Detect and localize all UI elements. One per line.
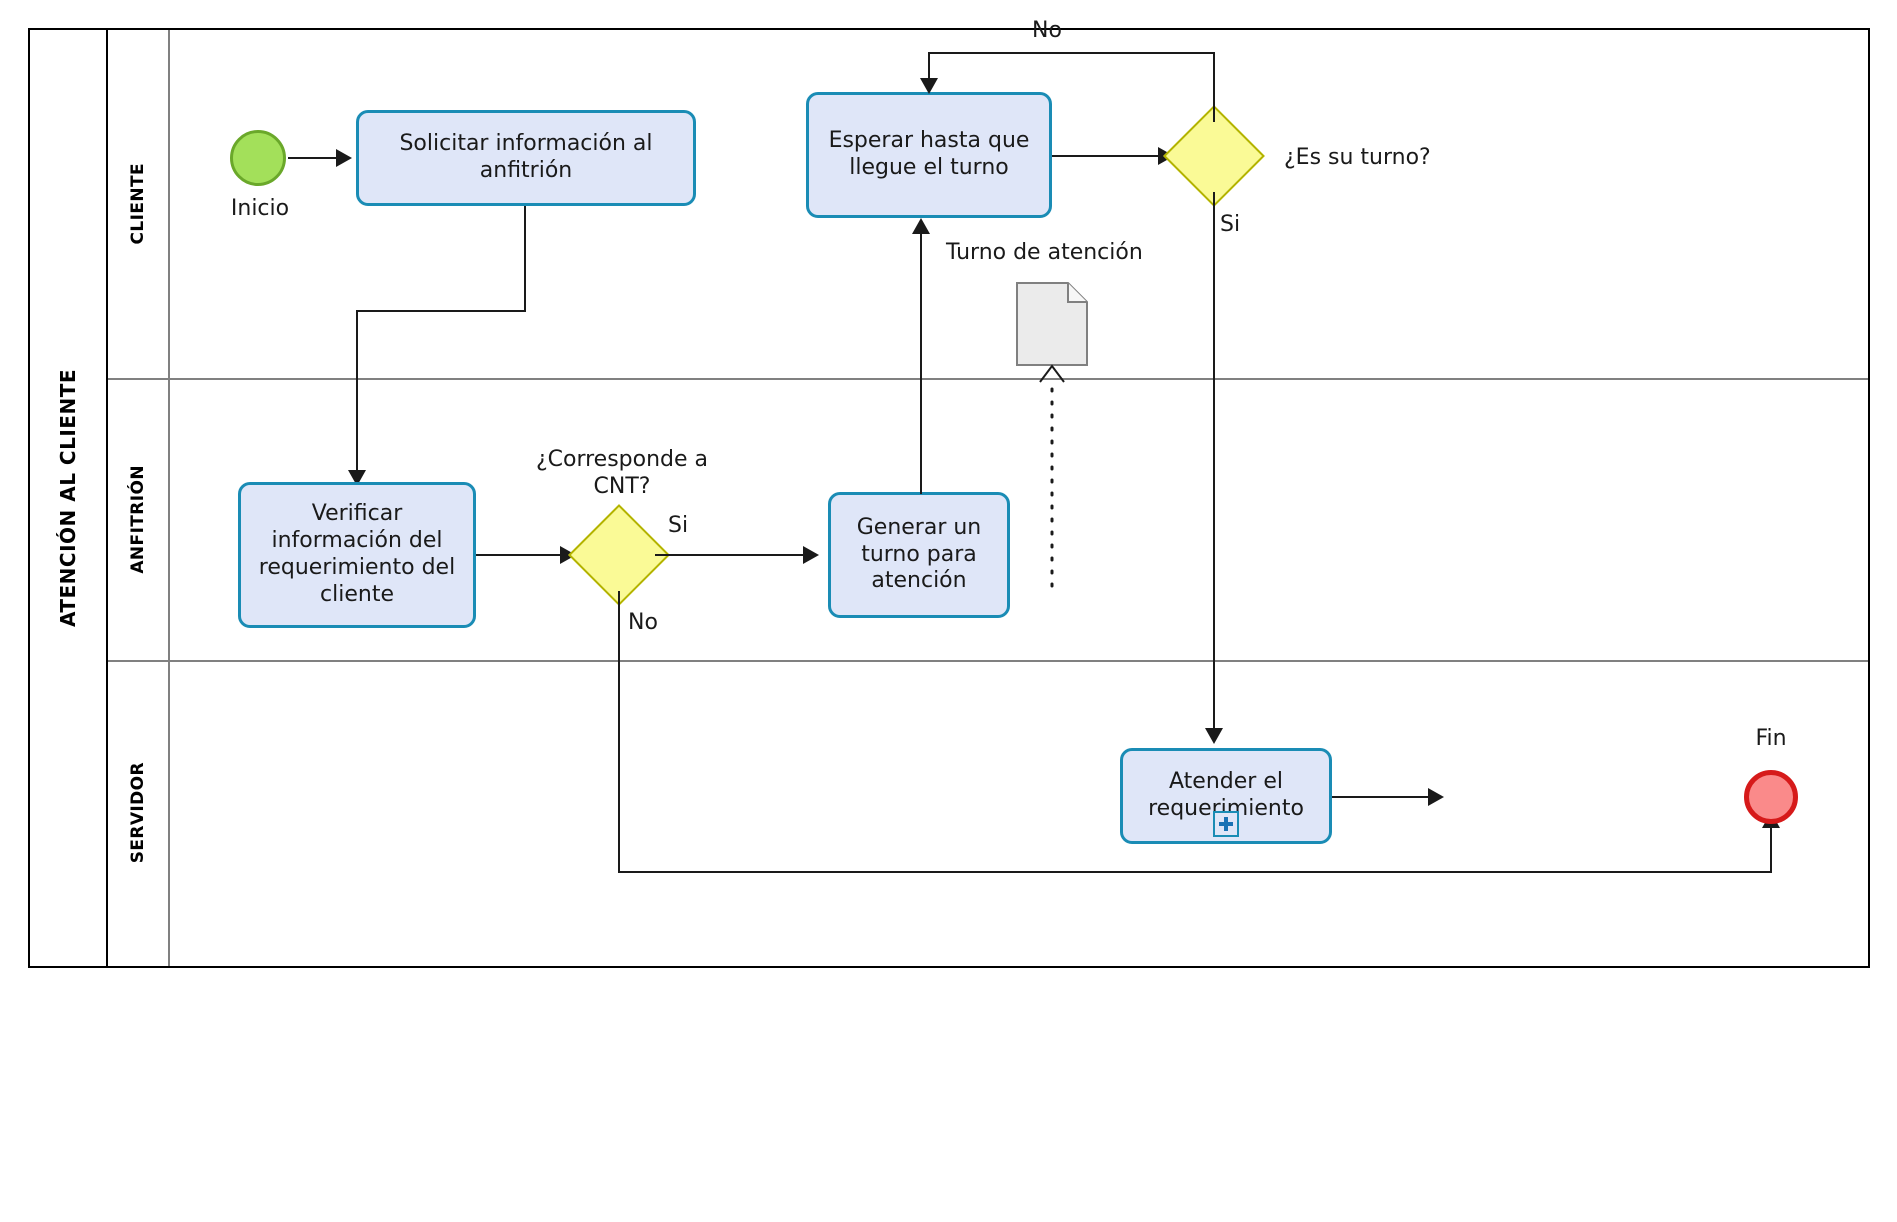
start-event-label: Inicio bbox=[230, 196, 290, 221]
task-solicitar-label: Solicitar información al anfitrión bbox=[399, 131, 653, 183]
flow-gwturno-si bbox=[1213, 192, 1215, 740]
arrowhead-gwturno-si-to-atender bbox=[1205, 728, 1223, 744]
flow-gwcnt-no-seg2 bbox=[618, 871, 1772, 873]
lane-divider-anfitrion-servidor bbox=[108, 660, 1868, 662]
flow-verificar-to-gwcnt bbox=[476, 554, 572, 556]
arrowhead-atender-to-fin bbox=[1428, 788, 1444, 806]
gateway-corresponde-cnt-label: ¿Corresponde a CNT? bbox=[535, 447, 709, 499]
flow-solicitar-seg3 bbox=[356, 310, 358, 482]
lane-label-servidor: SERVIDOR bbox=[128, 762, 148, 864]
sub-process-plus-icon bbox=[1213, 811, 1239, 837]
gateway-es-su-turno[interactable] bbox=[1163, 105, 1265, 207]
data-object-turno-de-atencion[interactable] bbox=[1016, 282, 1088, 366]
flow-label-gwcnt-no: No bbox=[628, 610, 658, 635]
task-atender-label: Atender el requerimiento bbox=[1148, 769, 1304, 821]
document-icon bbox=[1016, 282, 1088, 366]
flow-label-gwcnt-si: Si bbox=[668, 513, 689, 538]
arrowhead-generar-to-esperar bbox=[912, 218, 930, 234]
lane-cell-servidor: SERVIDOR bbox=[108, 660, 168, 966]
start-event-inicio[interactable] bbox=[230, 130, 286, 186]
task-esperar-label: Esperar hasta que llegue el turno bbox=[828, 128, 1030, 180]
end-event-fin[interactable] bbox=[1744, 770, 1798, 824]
pool-title-cell: ATENCIÓN AL CLIENTE bbox=[30, 30, 108, 966]
flow-label-gwturno-si: Si bbox=[1220, 212, 1241, 237]
lane-cell-cliente: CLIENTE bbox=[108, 30, 168, 378]
flow-atender-to-fin bbox=[1332, 796, 1442, 798]
arrowhead-gwturno-no-to-esperar bbox=[920, 78, 938, 94]
lane-label-anfitrion: ANFITRIÓN bbox=[128, 464, 148, 574]
task-atender-requerimiento[interactable]: Atender el requerimiento bbox=[1120, 748, 1332, 844]
flow-solicitar-seg2 bbox=[356, 310, 526, 312]
lane-cell-anfitrion: ANFITRIÓN bbox=[108, 378, 168, 660]
flow-gwturno-no-seg2 bbox=[928, 52, 1215, 54]
flow-label-gwturno-no: No bbox=[1032, 18, 1062, 43]
flow-gwcnt-si bbox=[655, 554, 815, 556]
flow-inicio-to-solicitar bbox=[288, 157, 346, 159]
end-event-label: Fin bbox=[1755, 726, 1787, 751]
artifact-turno-label: Turno de atención bbox=[946, 240, 1143, 265]
gateway-corresponde-cnt[interactable] bbox=[568, 504, 670, 606]
task-generar-turno[interactable]: Generar un turno para atención bbox=[828, 492, 1010, 618]
flow-gwcnt-no-seg3 bbox=[1770, 826, 1772, 872]
flow-gwturno-no-seg1 bbox=[1213, 52, 1215, 122]
lane-label-column-divider bbox=[168, 30, 170, 966]
gateway-es-su-turno-label: ¿Es su turno? bbox=[1284, 145, 1431, 170]
task-verificar-label: Verificar información del requerimiento … bbox=[258, 501, 456, 607]
task-esperar-turno[interactable]: Esperar hasta que llegue el turno bbox=[806, 92, 1052, 218]
arrowhead-inicio-to-solicitar bbox=[336, 149, 352, 167]
lane-divider-cliente-anfitrion bbox=[108, 378, 1868, 380]
flow-gwturno-no-seg3 bbox=[928, 52, 930, 90]
flow-solicitar-seg1 bbox=[524, 206, 526, 312]
task-verificar-informacion[interactable]: Verificar información del requerimiento … bbox=[238, 482, 476, 628]
flow-gwcnt-no-seg1 bbox=[618, 591, 620, 873]
pool-title: ATENCIÓN AL CLIENTE bbox=[56, 368, 80, 628]
task-solicitar-informacion[interactable]: Solicitar información al anfitrión bbox=[356, 110, 696, 206]
arrowhead-gwcnt-si-to-generar bbox=[803, 546, 819, 564]
flow-generar-to-esperar bbox=[920, 232, 922, 494]
task-generar-label: Generar un turno para atención bbox=[856, 514, 982, 594]
association-generar-to-turno bbox=[1039, 364, 1065, 588]
flow-esperar-to-gwturno bbox=[1052, 155, 1172, 157]
lane-label-cliente: CLIENTE bbox=[128, 163, 148, 245]
